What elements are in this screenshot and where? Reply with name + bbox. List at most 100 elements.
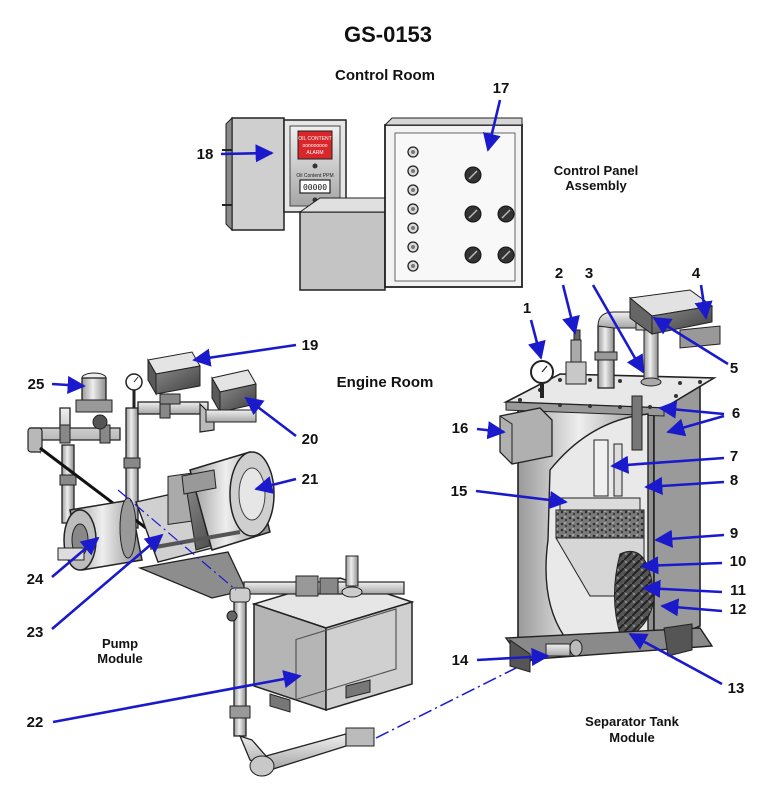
callout-15-leader <box>475 489 568 510</box>
strainer <box>75 372 113 413</box>
lid-bolt-icon <box>518 398 522 402</box>
callout-24-label: 24 <box>27 571 44 588</box>
callout-4-label: 4 <box>692 265 701 282</box>
callout-6-leader-b <box>666 414 725 437</box>
lid-bolt-icon <box>618 379 622 383</box>
callout-19-label: 19 <box>302 337 319 354</box>
display-line-3: ALARM <box>306 150 323 156</box>
callout-25-label: 25 <box>28 376 45 393</box>
connection-line <box>117 489 237 591</box>
callout-2-leader <box>561 284 580 335</box>
ppm-label: Oil Content PPM <box>296 173 333 179</box>
callout-7-leader <box>610 455 725 474</box>
callout-1-leader <box>528 319 546 360</box>
display-line-2: ooooooooo <box>302 143 327 149</box>
callout-20-leader <box>244 396 297 438</box>
callout-12-leader <box>660 598 723 617</box>
ppm-digits: 00000 <box>303 183 327 192</box>
display-line-1: OIL CONTENT <box>298 136 331 142</box>
callout-3-label: 3 <box>585 265 593 282</box>
lid-bolt-icon <box>698 380 702 384</box>
drain-valve-icon <box>226 610 238 622</box>
callout-19-leader <box>192 343 297 367</box>
callout-23-label: 23 <box>27 624 44 641</box>
callout-17-leader <box>482 99 502 152</box>
page-title: GS-0153 <box>344 22 432 47</box>
pump-body <box>57 497 143 571</box>
solenoid-valve-19 <box>147 351 201 405</box>
callout-6-label: 6 <box>732 405 740 422</box>
indicator-lens-icon <box>411 245 415 249</box>
callout-10-leader <box>640 556 723 575</box>
callout-15-label: 15 <box>451 483 468 500</box>
callout-7-label: 7 <box>730 448 738 465</box>
callout-18-label: 18 <box>197 146 214 163</box>
indicator-lens-icon <box>411 188 415 192</box>
callout-5-leader <box>652 316 729 366</box>
callout-8-leader <box>644 476 725 496</box>
lid-bolt-icon <box>648 405 652 409</box>
indicator-lens-icon <box>411 264 415 268</box>
callout-14-leader <box>476 647 550 667</box>
lid-bolt-icon <box>558 378 562 382</box>
valve-handwheel-icon <box>92 414 108 430</box>
monitor-screw-icon <box>312 163 318 169</box>
collection-tank <box>226 555 415 777</box>
callout-17-label: 17 <box>493 80 510 97</box>
ppm-readout <box>299 179 331 194</box>
lid-bolt-icon <box>618 405 622 409</box>
lid-bolt-icon <box>588 378 592 382</box>
pump-module-label-1: Pump <box>102 636 138 651</box>
indicator-lens-icon <box>411 150 415 154</box>
coalescer-bed <box>555 509 645 539</box>
control-panel-assembly: OIL CONTENT ooooooooo ALARM Oil Content … <box>222 116 523 291</box>
indicator-lens-icon <box>411 169 415 173</box>
separator-tank <box>499 289 721 673</box>
knob-pointer-icon <box>501 209 511 219</box>
callout-14-label: 14 <box>452 652 469 669</box>
callout-22-label: 22 <box>27 714 44 731</box>
callout-20-label: 20 <box>302 431 319 448</box>
separator-module-label-2: Module <box>609 730 655 745</box>
callout-9-label: 9 <box>730 525 738 542</box>
lid-bolt-icon <box>558 403 562 407</box>
callout-21-leader <box>254 476 297 494</box>
alarm-display <box>297 130 333 160</box>
lid-bolt-icon <box>678 381 682 385</box>
pump-motor <box>181 451 275 551</box>
callout-18-leader <box>220 144 274 163</box>
separator-module-label-1: Separator Tank <box>585 714 679 729</box>
callout-12-label: 12 <box>730 601 747 618</box>
engine-room-heading: Engine Room <box>337 374 434 391</box>
pump-module-label-2: Module <box>97 651 143 666</box>
callout-23-leader <box>51 533 164 630</box>
oil-content-monitor: OIL CONTENT ooooooooo ALARM Oil Content … <box>222 116 347 232</box>
callout-5-label: 5 <box>730 360 738 377</box>
suction-gauge <box>125 373 143 408</box>
callout-11-label: 11 <box>730 582 746 599</box>
knob-pointer-icon <box>468 170 478 180</box>
callout-9-leader <box>654 529 725 548</box>
lid-bolt-icon <box>588 404 592 408</box>
callout-4-leader <box>694 284 713 320</box>
knob-pointer-icon <box>468 250 478 260</box>
control-room-heading: Control Room <box>335 67 435 84</box>
callout-11-leader <box>642 579 723 598</box>
callout-1-label: 1 <box>523 300 531 317</box>
knob-pointer-icon <box>501 250 511 260</box>
callout-2-label: 2 <box>555 265 563 282</box>
callout-24-leader <box>51 536 100 578</box>
callout-16-leader <box>476 421 506 440</box>
relief-valve <box>565 329 587 385</box>
control-panel-label-2: Assembly <box>565 178 627 193</box>
callout-21-label: 21 <box>302 471 319 488</box>
pump-module <box>27 351 275 599</box>
callout-3-leader <box>591 284 645 374</box>
callout-25-leader <box>51 375 86 395</box>
callout-6-leader <box>658 400 725 419</box>
control-cabinet <box>298 117 523 291</box>
callout-13-label: 13 <box>728 680 745 697</box>
control-panel-label-1: Control Panel <box>554 163 639 178</box>
